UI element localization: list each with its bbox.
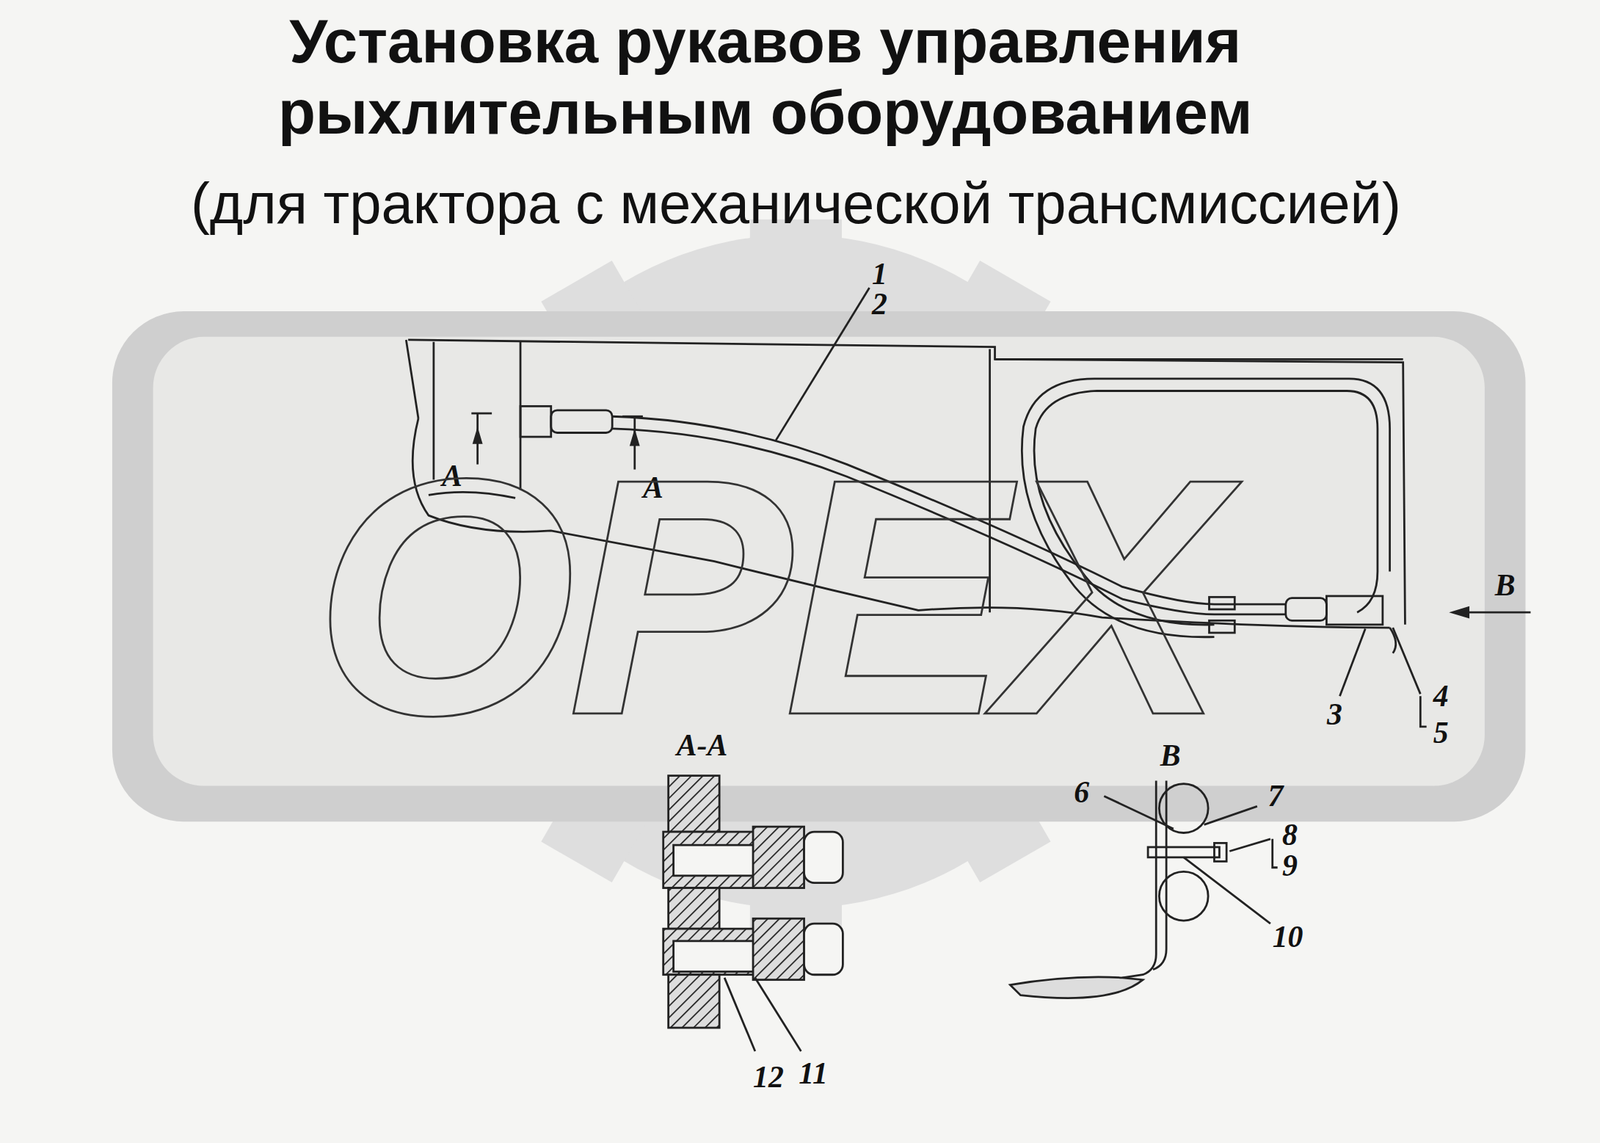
callout-number: 10 xyxy=(1272,920,1304,953)
callout-number: 12 xyxy=(753,1060,784,1093)
callout-number: 2 xyxy=(871,287,888,320)
callout-number: 9 xyxy=(1282,849,1298,882)
watermark: OPEX xyxy=(314,428,1217,766)
view-title: B xyxy=(1160,739,1181,772)
title: Установка рукавов управления рыхлительны… xyxy=(127,5,1404,149)
section-title: A-A xyxy=(676,728,729,762)
callout-number: 5 xyxy=(1433,716,1449,749)
callout-number: 8 xyxy=(1282,818,1298,851)
callout-number: 11 xyxy=(798,1056,828,1090)
callout-number: 1 xyxy=(871,256,888,290)
callout-number: 6 xyxy=(1073,775,1090,809)
callout-number: 4 xyxy=(1433,679,1449,712)
view-letter: B xyxy=(1495,568,1516,601)
callout-number: 3 xyxy=(1326,697,1343,731)
caption: (для трактора с механической трансмиссие… xyxy=(190,171,1402,238)
callout-number: 7 xyxy=(1267,779,1283,812)
